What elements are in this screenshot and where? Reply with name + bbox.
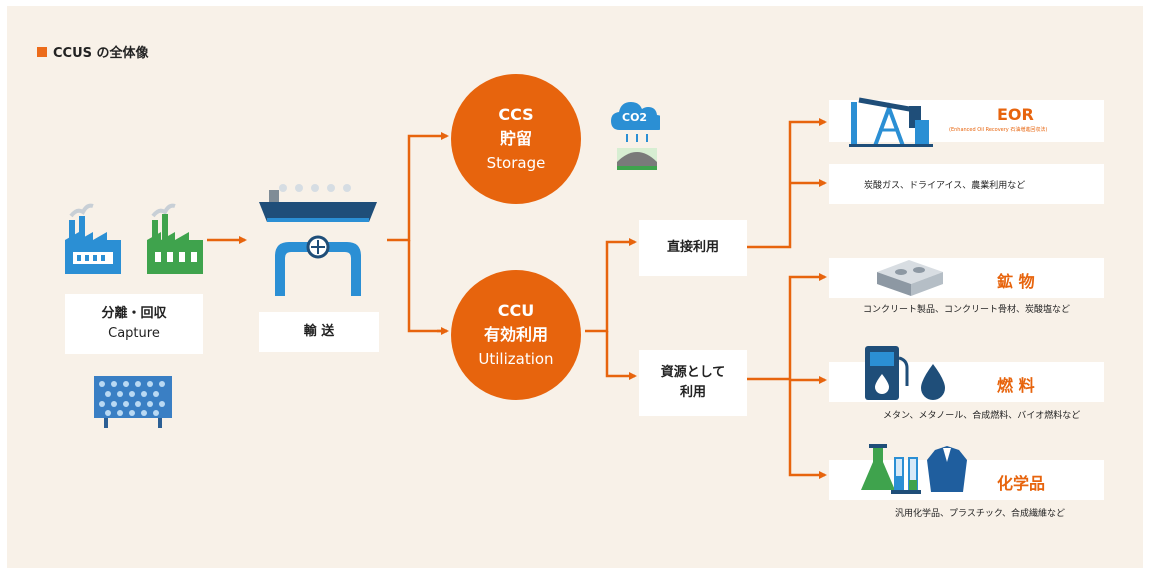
arrow-to-chemicals	[788, 379, 827, 479]
capture-label-ja: 分離・回収	[101, 306, 167, 321]
direct-use-box: 直接利用	[639, 220, 747, 276]
ground-storage-icon	[617, 134, 657, 170]
arrow-to-ccu	[407, 240, 447, 333]
co2-label: CO2	[622, 111, 648, 124]
minerals-box: 鉱 物	[829, 258, 1104, 298]
diagram-canvas: CCUS の全体像	[7, 6, 1143, 568]
direct-use-label: 直接利用	[666, 240, 719, 255]
ccu-abbr: CCU	[497, 301, 535, 320]
fuels-name: 燃 料	[997, 376, 1035, 395]
capture-box: 分離・回収 Capture	[65, 294, 203, 354]
arrow-to-ccs	[387, 132, 449, 242]
direct-uses-box: 炭酸ガス、ドライアイス、農業利用など	[829, 164, 1104, 204]
transport-label: 輸 送	[303, 324, 335, 339]
minerals-name: 鉱 物	[997, 272, 1035, 291]
eor-detail: (Enhanced Oil Recovery 石油増進回収法)	[949, 127, 1048, 133]
diagram-title: CCUS の全体像	[37, 42, 149, 61]
direct-uses-label: 炭酸ガス、ドライアイス、農業利用など	[864, 181, 1026, 191]
title-marker	[37, 46, 47, 57]
ship-icon	[259, 184, 377, 296]
transport-box: 輸 送	[259, 312, 379, 352]
factory-icon	[65, 203, 203, 274]
ccu-en: Utilization	[478, 350, 554, 368]
chemicals-examples: 汎用化学品、プラスチック、合成繊維など	[895, 509, 1066, 519]
eor-name: EOR	[997, 105, 1034, 124]
capture-label-en: Capture	[108, 326, 160, 341]
ccs-en: Storage	[486, 154, 546, 172]
chemicals-icon	[861, 444, 967, 494]
flow-arrows	[207, 118, 827, 479]
concrete-block-icon	[877, 260, 943, 296]
arrow-to-minerals	[747, 273, 827, 381]
minerals-examples: コンクリート製品、コンクリート骨材、炭酸塩など	[863, 305, 1071, 315]
resource-label-2: 利用	[679, 385, 706, 400]
oil-pump-icon	[849, 97, 933, 147]
eor-box: EOR (Enhanced Oil Recovery 石油増進回収法)	[829, 100, 1104, 142]
co2-cloud-icon: CO2	[610, 100, 660, 134]
resource-use-box: 資源として 利用	[639, 350, 747, 416]
arrow-to-direct	[585, 238, 637, 333]
ccu-circle: CCU 有効利用 Utilization	[451, 270, 581, 400]
title-text: CCUS の全体像	[53, 46, 149, 61]
resource-label-1: 資源として	[660, 365, 726, 380]
arrow-to-resource	[605, 331, 637, 380]
chemicals-name: 化学品	[997, 474, 1046, 493]
ccs-abbr: CCS	[498, 105, 534, 124]
fuels-examples: メタン、メタノール、合成燃料、バイオ燃料など	[883, 411, 1081, 421]
capture-panel-icon	[94, 376, 172, 428]
ccs-ja: 貯留	[499, 129, 532, 148]
ccs-circle: CCS 貯留 Storage	[451, 74, 581, 204]
ccu-ja: 有効利用	[483, 325, 548, 344]
fuel-pump-icon	[865, 346, 945, 400]
arrow-to-eor	[747, 118, 827, 249]
